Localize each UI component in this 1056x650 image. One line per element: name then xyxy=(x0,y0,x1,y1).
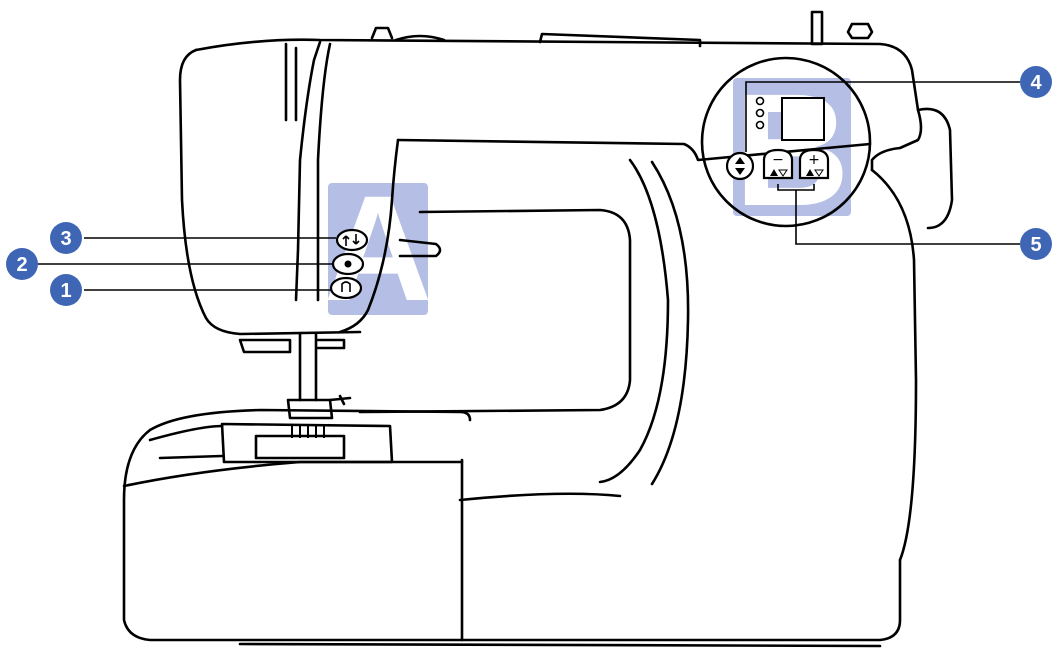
callout-3-number: 3 xyxy=(60,228,71,250)
callout-4-number: 4 xyxy=(1030,72,1042,94)
indicator-light-2 xyxy=(755,108,765,118)
display-screen xyxy=(781,97,825,141)
machine-outline xyxy=(122,10,954,648)
bobbin-stopper xyxy=(846,22,874,40)
callout-5-badge xyxy=(1020,228,1052,260)
spool-holder xyxy=(810,10,824,46)
plus-sign: + xyxy=(808,152,820,168)
head-outline xyxy=(178,48,362,336)
extension-table xyxy=(148,424,224,460)
callout-4-badge xyxy=(1020,66,1052,98)
plus-icon xyxy=(806,169,814,176)
base-bottom xyxy=(238,642,882,648)
throat-inner xyxy=(358,208,632,414)
upper-arm-outline xyxy=(194,38,923,172)
callout-2-number: 2 xyxy=(16,254,27,276)
reverse-stitch-icon xyxy=(342,234,360,246)
free-arm-top xyxy=(148,408,472,432)
control-panel: − + xyxy=(700,56,872,228)
throat-curve-inner xyxy=(598,158,670,484)
indicator-light-3 xyxy=(755,120,765,130)
arm-left-edge xyxy=(338,138,400,334)
thread-lever xyxy=(398,238,442,258)
region-a-buttons xyxy=(329,228,369,300)
minus-icon xyxy=(770,169,778,176)
presser-lever xyxy=(238,338,292,354)
needle-position-button[interactable] xyxy=(331,252,365,276)
start-stop-icon xyxy=(341,281,351,292)
needle-plate xyxy=(220,422,394,464)
faceplate-seam xyxy=(294,40,322,302)
callout-3: 3 xyxy=(50,222,82,254)
region-a: A xyxy=(324,164,432,332)
feed-dogs xyxy=(291,424,325,438)
leader-lines xyxy=(38,81,1020,291)
faceplate-inner xyxy=(316,42,332,302)
callout-1-badge xyxy=(50,274,82,306)
region-a-letter: A xyxy=(324,164,432,332)
base-front-edge xyxy=(458,492,622,502)
free-arm-front xyxy=(122,460,464,488)
selector-button[interactable] xyxy=(725,151,755,181)
start-stop-button[interactable] xyxy=(329,276,363,300)
callout-3-badge xyxy=(50,222,82,254)
base-outline xyxy=(122,428,902,642)
arm-top-edge xyxy=(396,138,872,162)
top-handle xyxy=(538,32,702,48)
right-column xyxy=(870,168,918,562)
foot-screw xyxy=(328,394,352,406)
plus-button[interactable]: + xyxy=(798,148,830,180)
callout-5: 5 xyxy=(1020,228,1052,260)
leader-4 xyxy=(745,81,1020,152)
bobbin-winder xyxy=(394,34,446,42)
needle-screw xyxy=(316,338,346,350)
region-b-letter: B xyxy=(734,60,850,239)
panel-dial-outline xyxy=(700,56,872,228)
throat-curve-outer xyxy=(650,160,690,486)
minus-button[interactable]: − xyxy=(762,148,794,180)
handwheel xyxy=(916,107,954,230)
presser-bar xyxy=(298,332,318,402)
minus-sign: − xyxy=(772,152,784,168)
feed-dog-area xyxy=(254,434,346,460)
indicator-light-1 xyxy=(755,96,765,106)
callout-2-badge xyxy=(6,248,38,280)
reverse-stitch-button[interactable] xyxy=(335,228,369,252)
callout-2: 2 xyxy=(6,248,38,280)
spool-pin-top xyxy=(370,26,394,40)
callout-1: 1 xyxy=(50,274,82,306)
leader-5 xyxy=(777,184,1020,245)
thread-guide-lines xyxy=(284,42,298,122)
callout-1-number: 1 xyxy=(60,280,71,302)
callout-5-number: 5 xyxy=(1030,234,1041,256)
callout-4: 4 xyxy=(1020,66,1052,98)
needle-position-icon xyxy=(344,260,352,268)
presser-foot xyxy=(286,398,334,420)
up-down-selector-icon xyxy=(735,157,745,175)
